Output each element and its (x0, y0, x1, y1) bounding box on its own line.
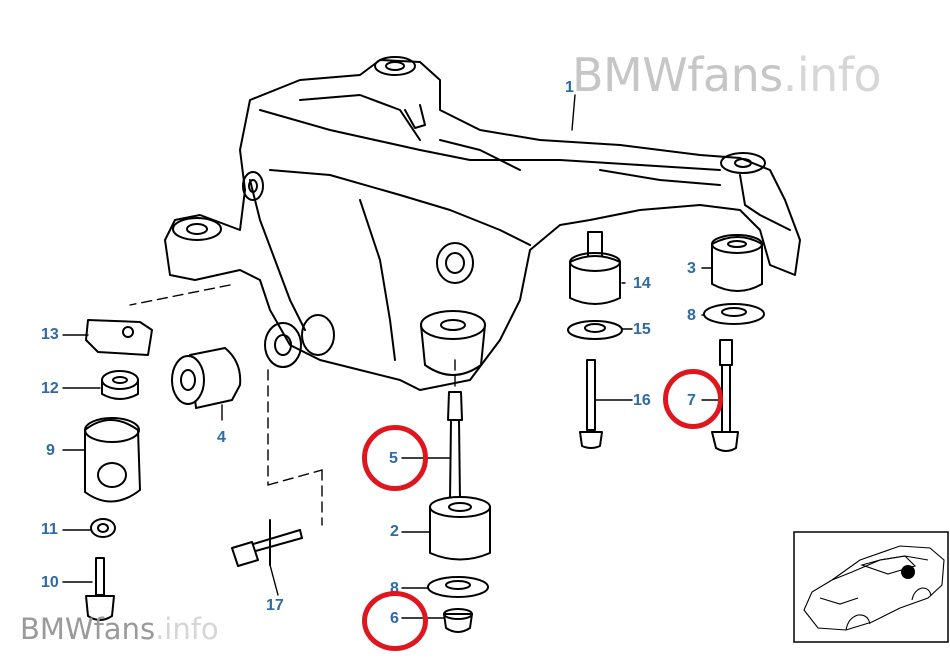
nut-part-6 (443, 608, 473, 633)
washer-part-8-bottom (427, 576, 489, 598)
bushing-part-14 (569, 231, 621, 305)
bolt-part-10 (85, 557, 115, 621)
bracket-part-13 (85, 319, 153, 356)
subframe-part-1 (164, 56, 801, 391)
callout-16[interactable]: 16 (633, 392, 651, 409)
callout-11[interactable]: 11 (41, 521, 58, 538)
callout-14[interactable]: 14 (633, 275, 651, 292)
watermark-suffix: .info (155, 612, 219, 646)
watermark-brand: BMWfans (20, 612, 156, 646)
bushing-part-4 (171, 347, 242, 409)
watermark-suffix: .info (782, 48, 882, 102)
callout-3[interactable]: 3 (687, 260, 696, 277)
bushing-part-2 (429, 496, 491, 561)
callout-15[interactable]: 15 (633, 321, 651, 338)
highlight-circle-5 (362, 425, 428, 491)
bolt-part-17 (231, 519, 303, 567)
callout-12[interactable]: 12 (41, 380, 59, 397)
bolt-part-7 (711, 339, 739, 452)
bushing-part-3 (711, 234, 763, 292)
washer-part-8-top (703, 303, 765, 325)
mount-part-9 (84, 417, 141, 503)
vehicle-location-inset (793, 531, 949, 643)
callout-1[interactable]: 1 (565, 79, 574, 96)
highlight-circle-6 (362, 591, 428, 651)
watermark-brand: BMWfans (572, 48, 783, 102)
callout-2[interactable]: 2 (390, 523, 399, 540)
highlight-circle-7 (663, 369, 723, 429)
callout-8-top[interactable]: 8 (687, 307, 696, 324)
watermark-top: BMWfans.info (572, 48, 882, 102)
callout-13[interactable]: 13 (41, 326, 59, 343)
callout-8-bottom[interactable]: 8 (390, 580, 399, 597)
washer-part-15 (567, 320, 623, 340)
bolt-part-16 (579, 359, 603, 449)
bush-part-12 (101, 370, 139, 400)
callout-17[interactable]: 17 (266, 597, 284, 614)
callout-10[interactable]: 10 (41, 574, 59, 591)
watermark-bottom: BMWfans.info (20, 612, 219, 646)
nut-part-11 (90, 518, 116, 538)
callout-9[interactable]: 9 (46, 442, 55, 459)
bolt-part-5 (447, 391, 463, 501)
callout-4[interactable]: 4 (217, 429, 226, 446)
